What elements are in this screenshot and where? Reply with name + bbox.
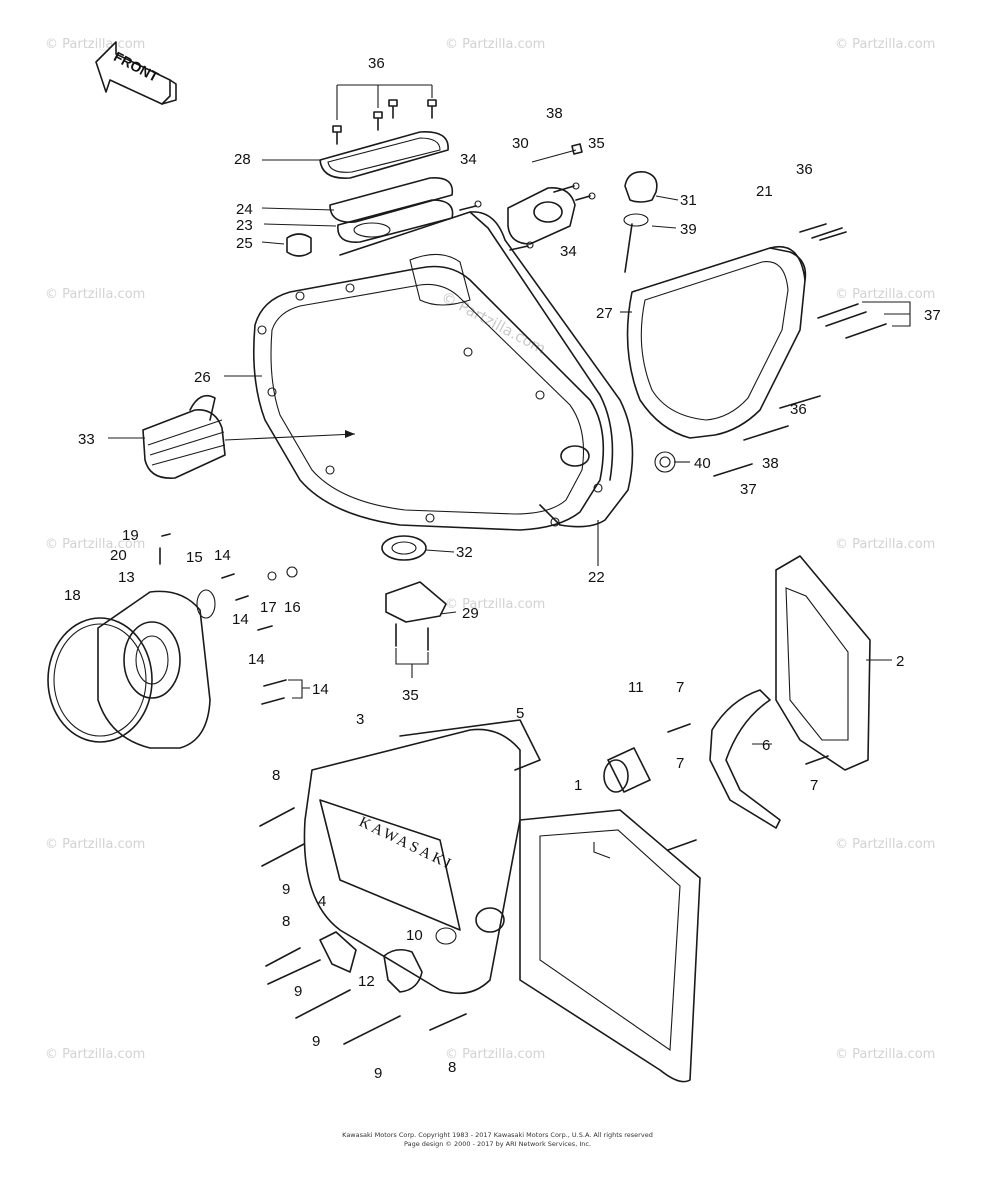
callout-37: 37 xyxy=(924,307,941,324)
watermark: © Partzilla.com xyxy=(45,1047,145,1062)
callout-14: 14 xyxy=(214,547,231,564)
right-bolts xyxy=(654,223,911,477)
callout-8: 8 xyxy=(282,913,290,930)
callout-38: 38 xyxy=(546,105,563,122)
callout-33: 33 xyxy=(78,431,95,448)
oil-seal xyxy=(381,535,427,561)
callout-16: 16 xyxy=(284,599,301,616)
watermark: © Partzilla.com xyxy=(445,1047,545,1062)
right-side-cover xyxy=(626,245,807,439)
callout-14: 14 xyxy=(312,681,329,698)
callout-39: 39 xyxy=(680,221,697,238)
callout-1: 1 xyxy=(574,777,582,794)
watermark: © Partzilla.com xyxy=(45,837,145,852)
callout-9: 9 xyxy=(294,983,302,1000)
callout-11: 11 xyxy=(628,679,644,696)
callout-14: 14 xyxy=(248,651,265,668)
callout-10: 10 xyxy=(406,927,423,944)
callout-7: 7 xyxy=(676,679,684,696)
callout-9: 9 xyxy=(374,1065,382,1082)
bracket-29 xyxy=(385,581,447,678)
bearing-housing xyxy=(507,143,583,245)
callout-6: 6 xyxy=(762,737,770,754)
callout-18: 18 xyxy=(64,587,81,604)
bolts-8-9 xyxy=(259,723,829,1045)
leader-lines xyxy=(108,159,892,859)
crankcase-cover xyxy=(339,211,634,528)
watermark: © Partzilla.com xyxy=(45,37,145,52)
callout-34: 34 xyxy=(560,243,577,260)
callout-15: 15 xyxy=(186,549,203,566)
callout-25: 25 xyxy=(236,235,253,252)
callout-labels: 36 28 24 23 25 34 38 30 35 34 31 39 36 2… xyxy=(64,55,941,1082)
callout-21: 21 xyxy=(756,183,773,200)
callout-5: 5 xyxy=(516,705,524,722)
callout-36: 36 xyxy=(796,161,813,178)
callout-38: 38 xyxy=(762,455,779,472)
callout-14: 14 xyxy=(232,611,249,628)
watermark: © Partzilla.com xyxy=(835,837,935,852)
watermark: © Partzilla.com xyxy=(445,37,545,52)
callout-34: 34 xyxy=(460,151,477,168)
chain-guide-6 xyxy=(709,689,781,829)
callout-9: 9 xyxy=(282,881,290,898)
callout-31: 31 xyxy=(680,192,697,209)
callout-23: 23 xyxy=(236,217,253,234)
callout-36: 36 xyxy=(790,401,807,418)
callout-19: 19 xyxy=(122,527,139,544)
misc-screws xyxy=(459,182,596,251)
callout-2: 2 xyxy=(896,653,904,670)
footer-design-credit: Page design © 2000 - 2017 by ARI Network… xyxy=(403,1140,592,1148)
top-screws xyxy=(332,84,437,145)
callout-32: 32 xyxy=(456,544,473,561)
inner-plate-2 xyxy=(775,555,871,771)
watermark: © Partzilla.com xyxy=(45,537,145,552)
callout-30: 30 xyxy=(512,135,529,152)
callout-36: 36 xyxy=(368,55,385,72)
cover-plate-stack xyxy=(286,131,454,257)
callout-12: 12 xyxy=(358,973,375,990)
callout-17: 17 xyxy=(260,599,277,616)
callout-29: 29 xyxy=(462,605,479,622)
watermark: © Partzilla.com xyxy=(835,37,935,52)
callout-37: 37 xyxy=(740,481,757,498)
breather-box xyxy=(142,394,356,479)
callout-35: 35 xyxy=(588,135,605,152)
filler-cap xyxy=(623,170,658,273)
callout-3: 3 xyxy=(356,711,364,728)
clutch-cover-group xyxy=(47,533,310,749)
bracket-4 xyxy=(319,931,423,993)
callout-24: 24 xyxy=(236,201,253,218)
callout-22: 22 xyxy=(588,569,605,586)
watermark: © Partzilla.com xyxy=(835,1047,935,1062)
footer-copyright: Kawasaki Motors Corp. Copyright 1983 - 2… xyxy=(342,1131,653,1139)
callout-8: 8 xyxy=(448,1059,456,1076)
callout-26: 26 xyxy=(194,369,211,386)
watermark: © Partzilla.com xyxy=(835,287,935,302)
callout-35: 35 xyxy=(402,687,419,704)
callout-13: 13 xyxy=(118,569,135,586)
watermark-center: © Partzilla.com xyxy=(438,288,549,358)
watermark: © Partzilla.com xyxy=(45,287,145,302)
callout-4: 4 xyxy=(318,893,326,910)
left-engine-cover: KAWASAKI xyxy=(303,719,701,1083)
callout-27: 27 xyxy=(596,305,613,322)
callout-8: 8 xyxy=(272,767,280,784)
collar-11 xyxy=(603,747,651,793)
callout-28: 28 xyxy=(234,151,251,168)
callout-7: 7 xyxy=(676,755,684,772)
crankcase-gasket xyxy=(252,265,605,531)
callout-40: 40 xyxy=(694,455,711,472)
watermark: © Partzilla.com xyxy=(835,537,935,552)
callout-20: 20 xyxy=(110,547,127,564)
callout-7: 7 xyxy=(810,777,818,794)
watermark: © Partzilla.com xyxy=(445,597,545,612)
callout-9: 9 xyxy=(312,1033,320,1050)
